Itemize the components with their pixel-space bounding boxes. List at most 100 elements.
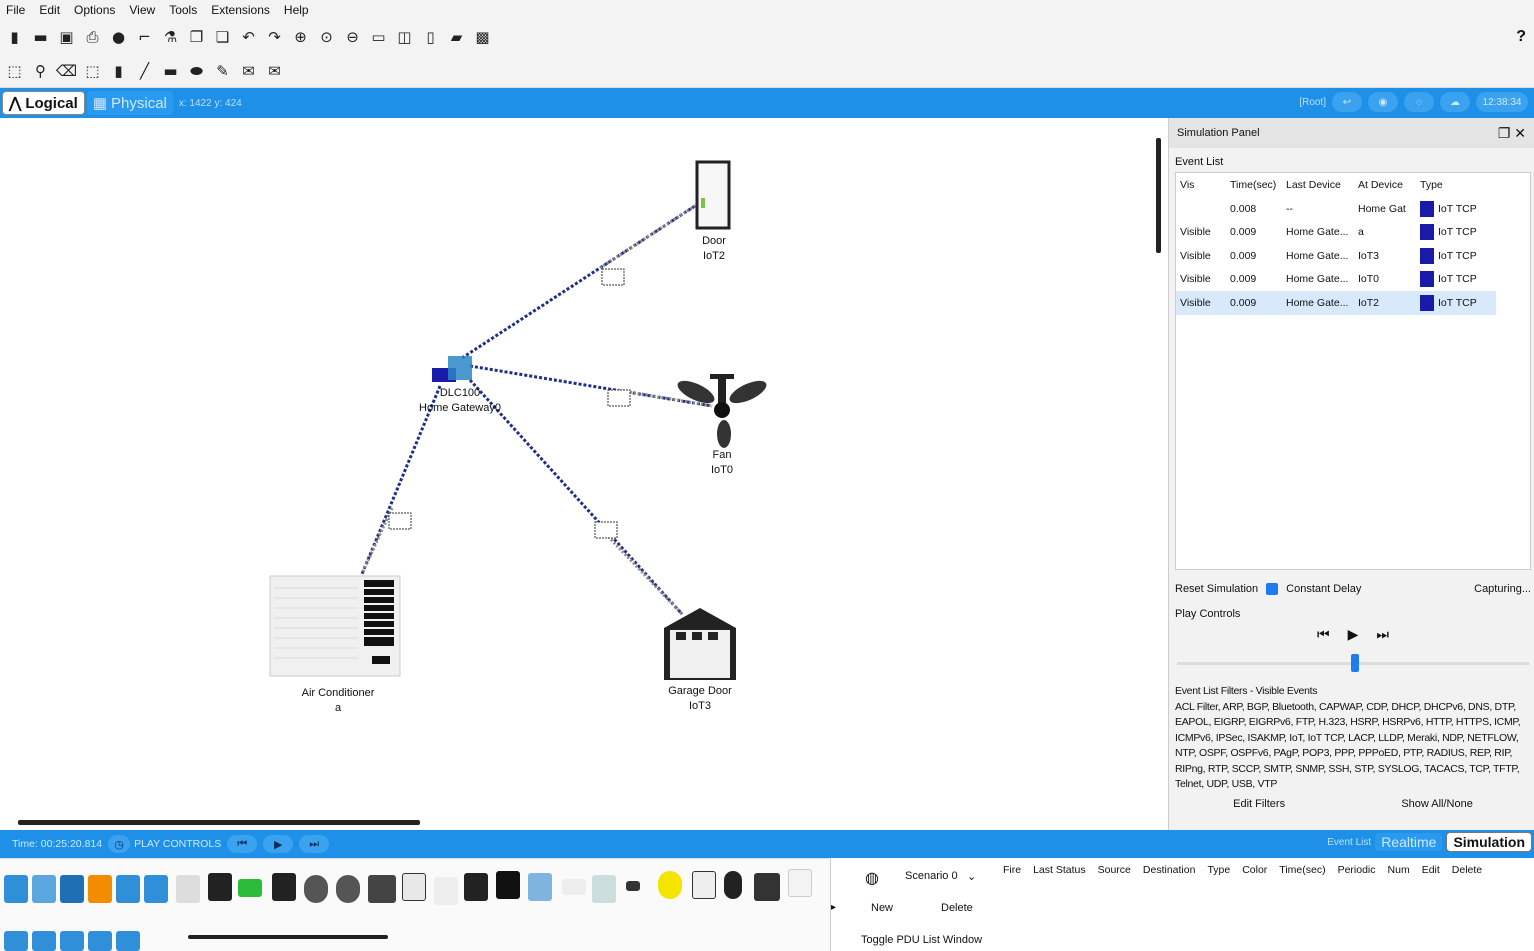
- device-icon[interactable]: [434, 877, 458, 905]
- realtime-mode-button[interactable]: Realtime: [1375, 833, 1443, 851]
- menu-extensions[interactable]: Extensions: [211, 3, 270, 17]
- connections-icon[interactable]: [88, 875, 112, 903]
- device-icon[interactable]: [592, 875, 616, 903]
- complex-pdu-icon[interactable]: ✉: [268, 61, 281, 80]
- multiuser-icon[interactable]: [144, 875, 168, 903]
- menu-options[interactable]: Options: [74, 3, 116, 17]
- category-icon[interactable]: [32, 931, 56, 951]
- device-icon[interactable]: [692, 871, 716, 899]
- category-icon[interactable]: [116, 931, 140, 951]
- print-icon[interactable]: ⎙: [86, 28, 99, 46]
- device-template-icon[interactable]: ▯: [426, 28, 435, 46]
- device-icon[interactable]: [496, 871, 520, 899]
- pdu-col-time[interactable]: Time(sec): [1279, 864, 1326, 876]
- pdu-col-num[interactable]: Num: [1387, 864, 1410, 876]
- network-info-icon[interactable]: ⌐: [138, 28, 151, 46]
- palette-scrollbar[interactable]: [188, 935, 388, 939]
- device-icon[interactable]: [562, 879, 586, 895]
- pdu-col-source[interactable]: Source: [1097, 864, 1131, 876]
- reset-simulation-button[interactable]: Reset Simulation: [1175, 583, 1259, 595]
- pdu-col-color[interactable]: Color: [1242, 864, 1268, 876]
- power-cycle-icon[interactable]: ◷: [108, 835, 131, 853]
- cluster-icon[interactable]: ◌: [1404, 92, 1434, 112]
- zoom-reset-icon[interactable]: ⊙: [320, 28, 333, 46]
- device-icon[interactable]: [272, 873, 296, 901]
- ceiling-fan-device[interactable]: [674, 374, 769, 448]
- delete-icon[interactable]: ⌫: [55, 61, 78, 80]
- chevron-down-icon[interactable]: ⌄: [967, 871, 977, 883]
- monitor-icon[interactable]: [754, 873, 780, 901]
- play-speed-slider-thumb[interactable]: [1351, 654, 1359, 672]
- paste-icon[interactable]: ❏: [215, 28, 230, 46]
- canvas-vertical-scrollbar[interactable]: [1156, 138, 1161, 253]
- device-icon[interactable]: [788, 869, 812, 897]
- col-last-device[interactable]: Last Device: [1286, 179, 1341, 191]
- device-icon[interactable]: [724, 871, 742, 899]
- inspect-icon[interactable]: ⚲: [35, 61, 46, 80]
- misc-icon[interactable]: [116, 875, 140, 903]
- menu-tools[interactable]: Tools: [169, 3, 198, 17]
- screenshot-icon[interactable]: ▩: [475, 28, 490, 46]
- col-type[interactable]: Type: [1420, 179, 1443, 191]
- pdu-col-delete[interactable]: Delete: [1451, 864, 1483, 876]
- pdu-col-fire[interactable]: Fire: [1003, 864, 1022, 876]
- event-row-selected[interactable]: Visible 0.009 Home Gate... IoT2 IoT TCP: [1176, 291, 1496, 315]
- simple-pdu-icon[interactable]: ✉: [242, 61, 255, 80]
- back-icon[interactable]: ↩: [1332, 92, 1362, 112]
- bottom-step-forward-icon[interactable]: ⏭: [299, 835, 330, 853]
- drawing-palette-icon[interactable]: ▭: [371, 28, 386, 46]
- ipc-icon[interactable]: ▰: [450, 28, 463, 46]
- delete-scenario-button[interactable]: Delete: [941, 902, 973, 914]
- end-devices-icon[interactable]: [32, 875, 56, 903]
- device-icon[interactable]: [528, 873, 552, 901]
- event-row[interactable]: 0.008 -- Home Gat IoT TCP: [1176, 197, 1496, 221]
- device-icon[interactable]: [208, 873, 232, 901]
- pdu-envelope-garage[interactable]: [594, 521, 618, 539]
- expand-arrow-icon[interactable]: ▸: [831, 902, 837, 913]
- home-gateway-device[interactable]: [432, 356, 472, 382]
- col-vis[interactable]: Vis: [1180, 179, 1195, 191]
- edit-filters-button[interactable]: Edit Filters: [1233, 798, 1286, 810]
- custom-device-icon[interactable]: ⚗: [163, 28, 178, 46]
- bottom-play-icon[interactable]: ▶: [263, 835, 294, 853]
- menu-edit[interactable]: Edit: [39, 3, 61, 17]
- pdu-col-type[interactable]: Type: [1207, 864, 1231, 876]
- draw-line-icon[interactable]: ╱: [139, 61, 150, 80]
- freeform-icon[interactable]: ✎: [216, 61, 229, 80]
- simulation-mode-button[interactable]: Simulation: [1446, 832, 1532, 852]
- select-icon[interactable]: ⬚: [7, 61, 22, 80]
- menu-help[interactable]: Help: [283, 3, 309, 17]
- step-forward-icon[interactable]: ⏭: [1376, 626, 1389, 642]
- pdu-col-periodic[interactable]: Periodic: [1337, 864, 1376, 876]
- resize-shape-icon[interactable]: ⬚: [85, 61, 100, 80]
- pdu-envelope-ac[interactable]: [388, 512, 412, 530]
- help-icon[interactable]: ?: [1516, 28, 1526, 45]
- scenario-select[interactable]: Scenario 0: [905, 870, 958, 882]
- event-row[interactable]: Visible 0.009 Home Gate... IoT0 IoT TCP: [1176, 268, 1496, 292]
- components-icon[interactable]: [60, 875, 84, 903]
- activity-wizard-icon[interactable]: ●: [111, 28, 126, 46]
- root-label[interactable]: [Root]: [1299, 96, 1326, 108]
- device-icon[interactable]: [626, 881, 640, 891]
- category-icon[interactable]: [60, 931, 84, 951]
- tab-physical[interactable]: ▦ Physical: [86, 91, 173, 115]
- pdu-col-last-status[interactable]: Last Status: [1033, 864, 1086, 876]
- draw-rectangle-icon[interactable]: ▬: [163, 61, 178, 80]
- air-conditioner-device[interactable]: [269, 575, 401, 677]
- save-icon[interactable]: ▣: [59, 28, 74, 46]
- bottom-step-back-icon[interactable]: ⏮: [227, 835, 258, 853]
- event-row[interactable]: Visible 0.009 Home Gate... a IoT TCP: [1176, 221, 1496, 245]
- device-icon[interactable]: [176, 875, 200, 903]
- copy-icon[interactable]: ❐: [189, 28, 204, 46]
- door-device[interactable]: [695, 160, 731, 230]
- new-file-icon[interactable]: ▮: [10, 28, 19, 46]
- fan-icon[interactable]: [336, 875, 360, 903]
- toggle-pdu-list-button[interactable]: Toggle PDU List Window: [861, 934, 983, 946]
- environment-icon[interactable]: ☁: [1440, 92, 1470, 112]
- close-icon[interactable]: ✕: [1514, 124, 1526, 141]
- door-icon[interactable]: [402, 873, 426, 901]
- canvas-horizontal-scrollbar[interactable]: [18, 820, 420, 825]
- pdu-envelope-fan[interactable]: [607, 389, 631, 407]
- step-back-icon[interactable]: ⏮: [1317, 626, 1330, 642]
